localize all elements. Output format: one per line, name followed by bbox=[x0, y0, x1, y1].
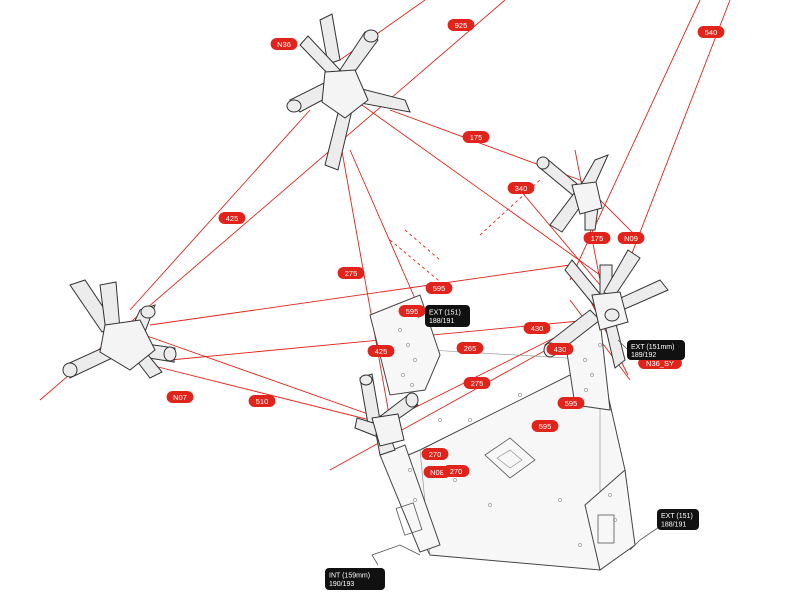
dim-425-left-text: 425 bbox=[226, 214, 239, 223]
node-n36-sy-text: N36_SY bbox=[646, 359, 674, 368]
dim-175-top-text: 175 bbox=[470, 133, 483, 142]
dim-510-text: 510 bbox=[256, 397, 269, 406]
base-frame bbox=[369, 294, 636, 571]
node-n07: N07 bbox=[166, 391, 194, 403]
tag-ext-c-title: EXT (151) bbox=[661, 513, 693, 520]
connector-node-right-upper bbox=[536, 154, 609, 233]
node-n07-text: N07 bbox=[173, 393, 187, 402]
dim-540-text: 540 bbox=[705, 28, 718, 37]
tag-ext-c-sub: 188/191 bbox=[661, 522, 686, 529]
tag-ext-b: EXT (151mm) 189/192 bbox=[627, 340, 685, 360]
tag-ext-b-title: EXT (151mm) bbox=[631, 344, 674, 351]
dim-430-upper: 430 bbox=[523, 322, 551, 334]
dim-270-lower: 270 bbox=[442, 465, 470, 477]
dim-925-text: 925 bbox=[455, 21, 468, 30]
dim-595-lower-text: 595 bbox=[539, 422, 552, 431]
dim-595-panel-text: 595 bbox=[406, 307, 419, 316]
dim-425-center: 425 bbox=[367, 345, 395, 357]
dim-595-right: 595 bbox=[557, 397, 585, 409]
dim-270-lower-text: 270 bbox=[450, 467, 463, 476]
dim-925: 925 bbox=[447, 19, 475, 31]
connector-node-bottom bbox=[354, 373, 419, 456]
dim-425-left: 425 bbox=[218, 212, 246, 224]
tag-ext-a-title: EXT (151) bbox=[429, 310, 461, 317]
dim-340: 340 bbox=[507, 182, 535, 194]
node-n36: N36 bbox=[270, 38, 298, 50]
dim-265: 265 bbox=[456, 342, 484, 354]
dim-425-center-text: 425 bbox=[375, 347, 388, 356]
dim-510: 510 bbox=[248, 395, 276, 407]
dim-595-right-text: 595 bbox=[565, 399, 578, 408]
connector-node-right-lower bbox=[543, 249, 669, 369]
dim-595-lower: 595 bbox=[531, 420, 559, 432]
dim-430-lower: 430 bbox=[546, 343, 574, 355]
node-n36-text: N36 bbox=[277, 40, 291, 49]
dim-175-right-text: 175 bbox=[591, 234, 604, 243]
dim-175-right: 175 bbox=[583, 232, 611, 244]
node-n09-text: N09 bbox=[624, 234, 638, 243]
tag-ext-b-sub: 189/192 bbox=[631, 352, 656, 359]
dim-430-upper-text: 430 bbox=[531, 324, 544, 333]
node-n09: N09 bbox=[617, 232, 645, 244]
dim-275-upper: 275 bbox=[337, 267, 365, 279]
tag-ext-c: EXT (151) 188/191 bbox=[657, 509, 699, 530]
node-n08-text: N08 bbox=[430, 468, 444, 477]
dim-595-upper-text: 595 bbox=[433, 284, 446, 293]
tag-ext-a: EXT (151) 188/191 bbox=[425, 305, 470, 327]
dim-430-lower-text: 430 bbox=[554, 345, 567, 354]
dim-275-lower-text: 275 bbox=[471, 379, 484, 388]
dim-595-upper: 595 bbox=[425, 282, 453, 294]
dim-275-lower: 275 bbox=[463, 377, 491, 389]
dim-340-text: 340 bbox=[515, 184, 528, 193]
tag-int-title: INT (159mm) bbox=[329, 573, 370, 580]
dim-270-upper-text: 270 bbox=[429, 450, 442, 459]
dim-265-text: 265 bbox=[464, 344, 477, 353]
dim-175-top: 175 bbox=[462, 131, 490, 143]
tag-ext-a-sub: 188/191 bbox=[429, 318, 454, 325]
connector-node-top bbox=[286, 13, 411, 171]
dim-595-panel: 595 bbox=[398, 305, 426, 317]
tag-int-sub: 190/193 bbox=[329, 581, 354, 588]
connector-node-left bbox=[62, 279, 177, 379]
dim-540: 540 bbox=[697, 26, 725, 38]
tag-int: INT (159mm) 190/193 bbox=[325, 568, 385, 590]
dim-270-upper: 270 bbox=[421, 448, 449, 460]
dim-275-upper-text: 275 bbox=[345, 269, 358, 278]
